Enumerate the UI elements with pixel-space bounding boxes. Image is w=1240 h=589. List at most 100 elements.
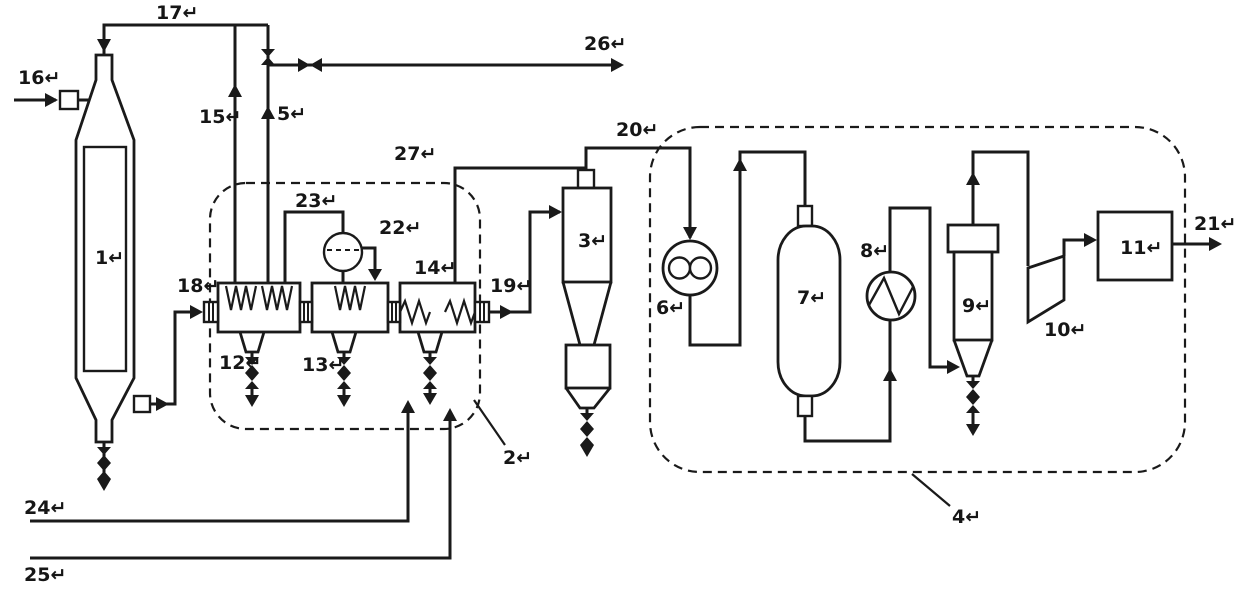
hopper-13-drain xyxy=(330,331,358,407)
valve-icon xyxy=(261,49,275,65)
label-16: 16↵ xyxy=(18,67,60,89)
arrow-right-icon xyxy=(156,397,169,411)
arrow-up-icon xyxy=(228,84,242,97)
label-8: 8↵ xyxy=(860,240,889,262)
hopper-14-drain xyxy=(416,331,444,405)
arrow-right-icon xyxy=(549,205,562,219)
filter-vessel-9: 9↵ xyxy=(946,223,1000,436)
heater-coil-icon xyxy=(443,297,477,327)
valve-icon xyxy=(966,381,980,397)
arrow-up-icon xyxy=(966,172,980,185)
label-18: 18↵ xyxy=(177,275,219,297)
bottom-feed-lines: 24↵ 25↵ xyxy=(24,400,457,586)
arrow-down-icon xyxy=(245,395,259,407)
unit-11-box xyxy=(1096,210,1174,282)
pipe-8-to-9 xyxy=(888,206,950,369)
filter-header xyxy=(946,223,1000,254)
vessel-1-inlet-nozzle xyxy=(58,89,80,111)
inlet-nozzle-18 xyxy=(202,300,220,324)
nozzle-hatch xyxy=(479,302,485,322)
overhead-piping: 17↵ 15↵ 5↵ 26↵ xyxy=(97,2,626,283)
valve-icon xyxy=(97,447,111,463)
label-5: 5↵ xyxy=(277,103,306,125)
grate-icon xyxy=(260,285,294,311)
hopper-12-drain xyxy=(238,331,266,407)
label-26: 26↵ xyxy=(584,33,626,55)
label-12: 12↵ xyxy=(219,352,261,374)
valve-icon xyxy=(966,397,980,413)
label-15: 15↵ xyxy=(199,106,241,128)
vessel-7-top-nozzle xyxy=(796,204,814,228)
arrow-down-icon xyxy=(683,227,697,240)
label-6: 6↵ xyxy=(656,297,685,319)
arrow-down-icon xyxy=(966,424,980,436)
label-1: 1↵ xyxy=(95,247,124,269)
nozzle-hatch xyxy=(303,302,309,322)
fan-10: 10↵ xyxy=(1026,254,1086,341)
arrow-up-icon xyxy=(261,106,275,119)
vessel-7: 7↵ xyxy=(776,204,842,418)
nozzle-block xyxy=(386,300,402,324)
pipe-20-group: 20↵ xyxy=(584,119,697,240)
nozzle-hatch xyxy=(208,302,214,322)
cyclone-body xyxy=(561,186,613,284)
arrow-right-icon xyxy=(611,58,624,72)
bed-unit-c xyxy=(398,281,477,334)
arrow-down-icon xyxy=(337,395,351,407)
arrow-up-icon xyxy=(883,368,897,381)
label-9: 9↵ xyxy=(962,295,991,317)
valve-icon xyxy=(337,373,351,389)
arrow-down-icon xyxy=(423,393,437,405)
blower-lobe xyxy=(688,256,713,280)
label-10: 10↵ xyxy=(1044,319,1086,341)
arrow-right-icon xyxy=(190,305,203,319)
label-7: 7↵ xyxy=(797,287,826,309)
nozzle-block xyxy=(202,300,220,324)
pipe-9-to-10 xyxy=(971,150,1030,266)
valve-icon xyxy=(580,413,594,429)
roots-blower-6 xyxy=(661,239,719,297)
coupling-nozzle xyxy=(298,300,314,324)
filter-body xyxy=(952,250,994,342)
unit-11: 11↵ xyxy=(1096,210,1174,282)
arrow-up-icon xyxy=(733,158,747,171)
label-21: 21↵ xyxy=(1194,213,1236,235)
coupling-nozzle xyxy=(386,300,402,324)
valve-icon xyxy=(337,357,351,373)
cyclone-pot xyxy=(564,343,612,390)
vessel-1-outline xyxy=(74,53,136,444)
label-24: 24↵ xyxy=(24,497,66,519)
pipe-27 xyxy=(453,166,586,283)
label-22: 22↵ xyxy=(379,217,421,239)
label-25: 25↵ xyxy=(24,564,66,586)
label-14: 14↵ xyxy=(414,257,456,279)
label-23: 23↵ xyxy=(295,190,337,212)
arrow-down-icon xyxy=(97,479,111,491)
drum-shell xyxy=(322,231,364,273)
label-13: 13↵ xyxy=(302,354,344,376)
arrow-right-icon xyxy=(1084,233,1097,247)
vessel-1-inner-wall xyxy=(82,145,128,373)
pipe-25 xyxy=(30,412,452,560)
heater-coil-icon xyxy=(398,297,432,327)
pipe-20 xyxy=(584,146,692,238)
dashed-boundary-4 xyxy=(648,125,1187,474)
valve-icon xyxy=(245,373,259,389)
outlet-nozzle-19 xyxy=(473,300,491,324)
arrow-up-icon xyxy=(443,408,457,421)
nozzle-block xyxy=(298,300,314,324)
grate-icon xyxy=(333,285,367,311)
arrow-up-icon xyxy=(401,400,415,413)
fan-casing xyxy=(1026,254,1066,325)
arrow-right-icon xyxy=(500,305,513,319)
label-4-pointer xyxy=(911,473,951,507)
pipe-24 xyxy=(30,404,410,523)
label-27: 27↵ xyxy=(394,143,436,165)
grate-icon xyxy=(224,285,258,311)
vessel-7-shell xyxy=(776,224,842,398)
pipe-23 xyxy=(283,210,345,283)
arrow-right-icon xyxy=(45,93,58,107)
vessel-1-column: 16↵ 1↵ xyxy=(14,53,203,491)
